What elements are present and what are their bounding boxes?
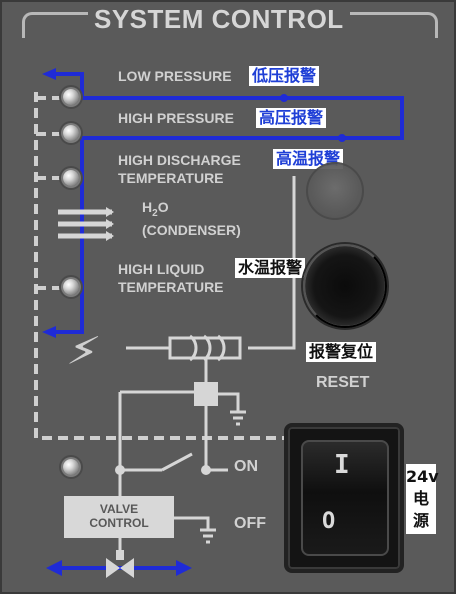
- label-h2o-o: O: [157, 199, 169, 215]
- cn-power-char-1: 电: [412, 489, 429, 508]
- valve-control-box: VALVE CONTROL: [64, 496, 174, 538]
- label-on: ON: [234, 458, 258, 475]
- label-h2o-sub: 2: [152, 208, 158, 219]
- label-high-discharge-2: TEMPERATURE: [118, 170, 224, 186]
- label-condenser: (CONDENSER): [142, 222, 241, 238]
- reset-label: RESET: [316, 374, 370, 391]
- label-low-pressure: LOW PRESSURE: [118, 68, 232, 84]
- valve-stem: [116, 550, 124, 560]
- high-pressure-lamp: [63, 125, 79, 141]
- switch-mark-off: O: [322, 509, 336, 534]
- label-high-liquid-2: TEMPERATURE: [118, 279, 224, 295]
- label-high-liquid-1: HIGH LIQUID: [118, 261, 205, 277]
- cn-power-label: 24v 电 源: [406, 464, 439, 534]
- ground-1: [230, 410, 246, 426]
- panel-title: SYSTEM CONTROL: [88, 4, 350, 35]
- cn-alarm-reset: 报警复位: [306, 342, 377, 362]
- cn-water-temp-alarm: 水温报警: [235, 258, 306, 278]
- blue-junction-1: [280, 94, 288, 102]
- valve-off-wire: [174, 516, 210, 530]
- h2o-arrowhead-2: [106, 219, 114, 229]
- label-high-pressure: HIGH PRESSURE: [118, 110, 234, 126]
- high-discharge-temperature-lamp: [63, 170, 79, 186]
- switch-arm: [161, 452, 193, 472]
- coil-turn-3: [216, 334, 226, 362]
- label-control: CONTROL: [89, 516, 149, 530]
- blue-junction-2: [338, 134, 346, 142]
- coil-outline: [168, 336, 242, 360]
- ground-2: [200, 528, 216, 544]
- reset-button[interactable]: [303, 244, 387, 328]
- high-liquid-temperature-lamp: [63, 279, 79, 295]
- label-off: OFF: [234, 515, 266, 532]
- h2o-arrowhead-1: [106, 207, 114, 217]
- power-rocker-switch[interactable]: [301, 440, 389, 556]
- blue-arrow-top: [42, 68, 56, 80]
- low-pressure-lamp: [63, 89, 79, 105]
- cn-power-char-2: 源: [412, 511, 429, 530]
- coil-turn-2: [202, 334, 212, 362]
- power-indicator-lamp: [63, 459, 79, 475]
- label-valve: VALVE: [99, 502, 139, 516]
- coil-turn-1: [188, 334, 198, 362]
- blue-arrow-left: [46, 560, 62, 576]
- node-on: [201, 465, 211, 475]
- label-high-discharge-1: HIGH DISCHARGE: [118, 152, 241, 168]
- lightning-bolt-icon: ⚡: [63, 323, 104, 380]
- blue-arrow-right: [176, 560, 192, 576]
- blue-arrow-bottom: [42, 326, 56, 338]
- node-left: [115, 465, 125, 475]
- label-h2o: H2O (CONDENSER): [142, 199, 241, 238]
- cn-high-pressure-alarm: 高压报警: [256, 108, 327, 128]
- main-down-left: [118, 392, 162, 472]
- rotary-knob[interactable]: [306, 162, 364, 220]
- h2o-arrowhead-3: [106, 231, 114, 241]
- switch-mark-on: I: [334, 450, 350, 480]
- cn-low-pressure-alarm: 低压报警: [249, 66, 320, 86]
- cn-power-24v: 24v: [406, 467, 439, 486]
- valve-symbol: [106, 558, 134, 578]
- relay-box: [194, 382, 218, 406]
- label-h2o-h: H: [142, 199, 153, 215]
- relay-to-ground: [218, 392, 240, 412]
